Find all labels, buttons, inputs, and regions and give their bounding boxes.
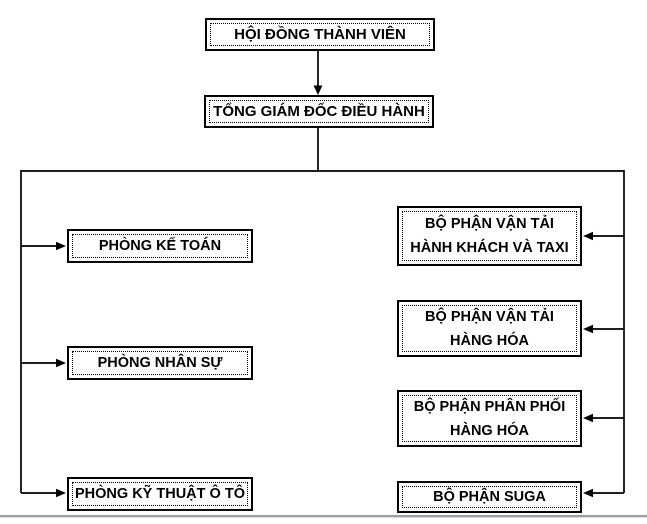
bottom-rule: [0, 515, 647, 518]
node-inner-border: BỘ PHẬN PHÂN PHỐI HÀNG HÓA: [402, 395, 577, 442]
arrowhead-left: [583, 324, 593, 334]
node-inner-border: PHÒNG KỸ THUẬT Ô TÔ: [72, 482, 248, 506]
node-auto-technical-dept: PHÒNG KỸ THUẬT Ô TÔ: [67, 477, 253, 511]
arrowhead-left: [583, 231, 593, 241]
node-ceo: TỔNG GIÁM ĐỐC ĐIỀU HÀNH: [204, 95, 434, 128]
arrowhead-right: [56, 241, 66, 251]
arrowhead-left: [583, 488, 593, 498]
arrowhead-left: [583, 413, 593, 423]
node-hr-dept: PHÒNG NHÂN SỰ: [67, 346, 253, 380]
node-label-line: BỘ PHẬN VẬN TẢI: [425, 216, 554, 232]
node-inner-border: BỘ PHẬN VẬN TẢI HÀNG HÓA: [402, 305, 577, 352]
node-label-line: HÀNG HÓA: [450, 422, 529, 439]
arrowhead-right: [56, 488, 66, 498]
node-label-line: BỘ PHẬN VẬN TẢI: [425, 308, 554, 325]
node-label: HỘI ĐỒNG THÀNH VIÊN: [234, 25, 406, 43]
node-inner-border: PHÒNG KẾ TOÁN: [72, 234, 248, 258]
node-label-line: BỘ PHẬN PHÂN PHỐI: [413, 398, 566, 415]
node-inner-border: HỘI ĐỒNG THÀNH VIÊN: [210, 23, 430, 46]
node-label: PHÒNG NHÂN SỰ: [97, 355, 223, 371]
node-inner-border: BỘ PHẬN SUGA: [402, 486, 577, 508]
node-board-of-members: HỘI ĐỒNG THÀNH VIÊN: [205, 18, 435, 51]
node-passenger-taxi-transport-unit: BỘ PHẬN VẬN TẢI HÀNH KHÁCH VÀ TAXI: [397, 206, 582, 266]
node-label-line: HÀNH KHÁCH VÀ TAXI: [410, 240, 569, 256]
node-inner-border: PHÒNG NHÂN SỰ: [72, 351, 248, 375]
node-accounting-dept: PHÒNG KẾ TOÁN: [67, 229, 253, 263]
node-suga-unit: BỘ PHẬN SUGA: [397, 481, 582, 513]
node-label-line: HÀNG HÓA: [450, 332, 529, 349]
node-goods-distribution-unit: BỘ PHẬN PHÂN PHỐI HÀNG HÓA: [397, 390, 582, 447]
node-inner-border: BỘ PHẬN VẬN TẢI HÀNH KHÁCH VÀ TAXI: [402, 211, 577, 261]
node-label: TỔNG GIÁM ĐỐC ĐIỀU HÀNH: [213, 102, 425, 120]
node-label-line: BỘ PHẬN SUGA: [433, 489, 546, 505]
node-label: PHÒNG KỸ THUẬT Ô TÔ: [75, 486, 245, 502]
node-cargo-transport-unit: BỘ PHẬN VẬN TẢI HÀNG HÓA: [397, 300, 582, 357]
arrowhead-down: [313, 85, 323, 95]
arrowhead-right: [56, 358, 66, 368]
node-inner-border: TỔNG GIÁM ĐỐC ĐIỀU HÀNH: [209, 100, 429, 123]
node-label: PHÒNG KẾ TOÁN: [98, 238, 222, 254]
